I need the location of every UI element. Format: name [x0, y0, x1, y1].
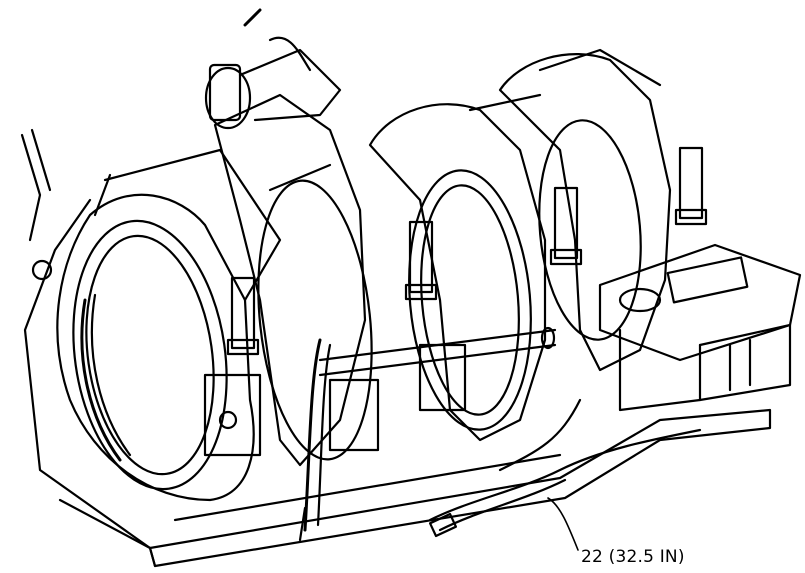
- clamp-ring-2: [213, 93, 380, 467]
- base-frame: [23, 198, 772, 568]
- callout-leader-line: [547, 497, 579, 551]
- control-box: [598, 243, 802, 412]
- hydraulic-hoses: [303, 338, 702, 538]
- clamp-ring-4: [498, 48, 672, 372]
- dimension-callout-label: 22 (32.5 IN): [581, 547, 685, 567]
- cylinder-posts: [226, 146, 708, 356]
- guide-rods: [318, 326, 557, 377]
- clamp-ring-3: [368, 93, 547, 442]
- hydraulic-motor: [204, 8, 342, 130]
- left-arm: [20, 128, 53, 281]
- clamp-ring-1: [56, 148, 282, 502]
